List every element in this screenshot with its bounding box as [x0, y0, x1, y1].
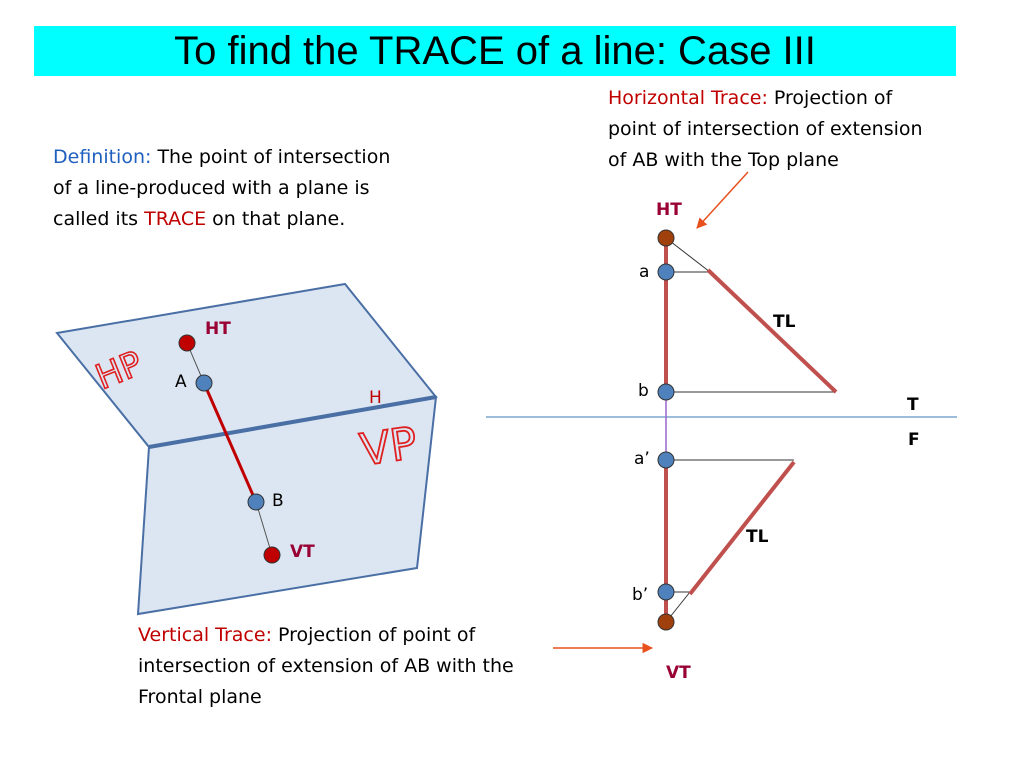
point-a — [195, 374, 213, 392]
definition-line3-suffix: on that plane. — [212, 208, 346, 230]
f-label: F — [908, 430, 920, 450]
ortho-a-label: a — [639, 262, 649, 282]
ortho-vt-point — [657, 613, 675, 631]
ortho-ht-point — [657, 229, 675, 247]
vp-label: VP — [357, 418, 420, 476]
ht-text-line-2: point of intersection of extension — [608, 118, 923, 140]
definition-line-3: called its TRACE on that plane. — [53, 204, 390, 235]
ortho-point-b — [657, 383, 675, 401]
horizontal-trace-label: Horizontal Trace: — [608, 87, 768, 109]
top-view-locus-ht — [665, 237, 711, 273]
horizontal-trace-text: Horizontal Trace: Projection of point of… — [608, 83, 923, 176]
ortho-point-b-prime — [657, 583, 675, 601]
ortho-b-label: b — [638, 381, 649, 401]
line-ab — [202, 382, 258, 503]
definition-label: Definition: — [53, 146, 152, 168]
t-label: T — [907, 395, 919, 415]
ht-text-line-1: Horizontal Trace: Projection of — [608, 83, 923, 114]
vt-text-line-1: Vertical Trace: Projection of point of — [138, 620, 514, 651]
page-title: To find the TRACE of a line: Case III — [174, 28, 816, 73]
vt-point — [263, 546, 281, 564]
ht-point — [178, 334, 196, 352]
trace-highlight: TRACE — [144, 208, 207, 230]
tl-top-label: TL — [773, 312, 796, 332]
tl-front-label: TL — [746, 527, 769, 547]
ortho-a-prime-label: a’ — [634, 449, 650, 469]
ortho-vt-label: VT — [666, 663, 691, 683]
extension-line-lower — [255, 501, 273, 556]
orthographic-view: HT VT a b a’ b’ TL TL T F — [486, 171, 957, 683]
ortho-b-prime-label: b’ — [632, 585, 648, 605]
vertical-trace-label: Vertical Trace: — [138, 624, 272, 646]
hinge-line — [148, 395, 437, 449]
vt-line1-text: Projection of point of — [278, 624, 476, 646]
vt-text-line-2: intersection of extension of AB with the — [138, 655, 514, 677]
top-view-true-length — [706, 268, 838, 394]
ht-line1-text: Projection of — [773, 87, 893, 109]
point-b — [247, 493, 265, 511]
definition-line-1: Definition: The point of intersection — [53, 142, 390, 173]
title-bar: To find the TRACE of a line: Case III — [34, 26, 956, 76]
definition-line-2: of a line-produced with a plane is — [53, 177, 370, 199]
pictorial-vt-label: VT — [290, 542, 315, 562]
front-view-true-length — [688, 460, 796, 596]
pictorial-ht-label: HT — [205, 319, 231, 339]
ortho-point-a — [657, 263, 675, 281]
pictorial-b-label: B — [272, 491, 284, 511]
ht-callout-arrow — [696, 171, 749, 229]
ortho-ht-label: HT — [656, 200, 682, 220]
vt-text-line-3: Frontal plane — [138, 686, 262, 708]
pictorial-view: HP VP H HT VT A B — [55, 282, 438, 616]
ortho-point-a-prime — [657, 451, 675, 469]
vertical-trace-text: Vertical Trace: Projection of point of i… — [138, 620, 514, 713]
h-label: H — [369, 388, 382, 408]
definition-line3-prefix: called its — [53, 208, 139, 230]
definition-text: Definition: The point of intersection of… — [53, 142, 390, 235]
ht-text-line-3: of AB with the Top plane — [608, 149, 839, 171]
definition-line1-text: The point of intersection — [157, 146, 391, 168]
pictorial-a-label: A — [175, 372, 187, 392]
